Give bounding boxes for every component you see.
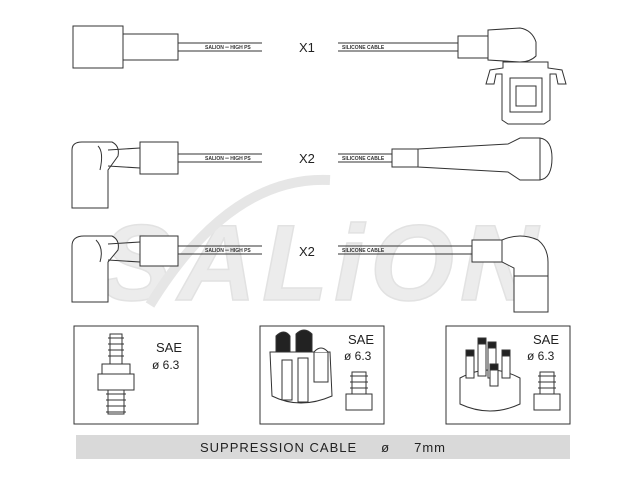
cable-3-left-boot (71, 235, 119, 303)
cable-1-quantity: X1 (299, 40, 315, 55)
terminal-1-standard: SAE (156, 340, 182, 355)
terminal-box-2: SAE ø 6.3 (259, 325, 385, 425)
cable-1-print-left: SALION ═ HIGH PS (205, 45, 251, 51)
cable-3 (71, 235, 549, 313)
cable-2 (71, 137, 553, 209)
cable-1-right-sleeve (457, 35, 489, 59)
terminal-box-1: SAE ø 6.3 (73, 325, 199, 425)
footer-label: SUPPRESSION CABLE (200, 439, 358, 455)
cable-2-print-left: SALION ═ HIGH PS (205, 156, 251, 162)
cable-1-right-elbow (487, 27, 537, 63)
distributor-cap-multi-icon (459, 337, 521, 412)
cable-2-print-right: SILICONE CABLE (342, 156, 385, 162)
terminal-post-icon (533, 371, 561, 411)
terminal-2-size: ø 6.3 (344, 349, 372, 363)
terminal-3-size: ø 6.3 (527, 349, 555, 363)
cable-3-left-sleeve (139, 235, 179, 267)
spark-plug-icon (97, 333, 135, 415)
cable-3-right-elbow (501, 235, 549, 313)
cable-1-left-sleeve (122, 33, 179, 61)
cable-1-print-right: SILICONE CABLE (342, 45, 385, 51)
cable-2-left-boot (71, 141, 119, 209)
watermark-logo: SALiON (100, 202, 544, 323)
cable-1-left-boot (72, 25, 124, 69)
terminal-3-standard: SAE (533, 332, 559, 347)
cable-3-right-sleeve (471, 239, 503, 263)
terminal-1-size: ø 6.3 (152, 358, 180, 372)
cable-3-quantity: X2 (299, 244, 315, 259)
terminal-post-icon (345, 371, 373, 411)
cable-3-print-left: SALION ═ HIGH PS (205, 248, 251, 254)
cable-3-print-right: SILICONE CABLE (342, 248, 385, 254)
cable-2-left-sleeve (139, 141, 179, 175)
cable-2-right-boot (417, 137, 553, 181)
diameter-symbol: ø (381, 439, 391, 455)
terminal-box-3: SAE ø 6.3 (445, 325, 571, 425)
watermark-swoosh (145, 174, 331, 308)
cable-1 (72, 25, 567, 125)
terminal-2-standard: SAE (348, 332, 374, 347)
footer-value: 7mm (414, 439, 446, 455)
suppression-cable-footer: SUPPRESSION CABLE ø 7mm (76, 435, 570, 459)
cable-2-quantity: X2 (299, 151, 315, 166)
cable-2-right-sleeve (391, 148, 419, 168)
distributor-cap-icon (269, 329, 333, 404)
